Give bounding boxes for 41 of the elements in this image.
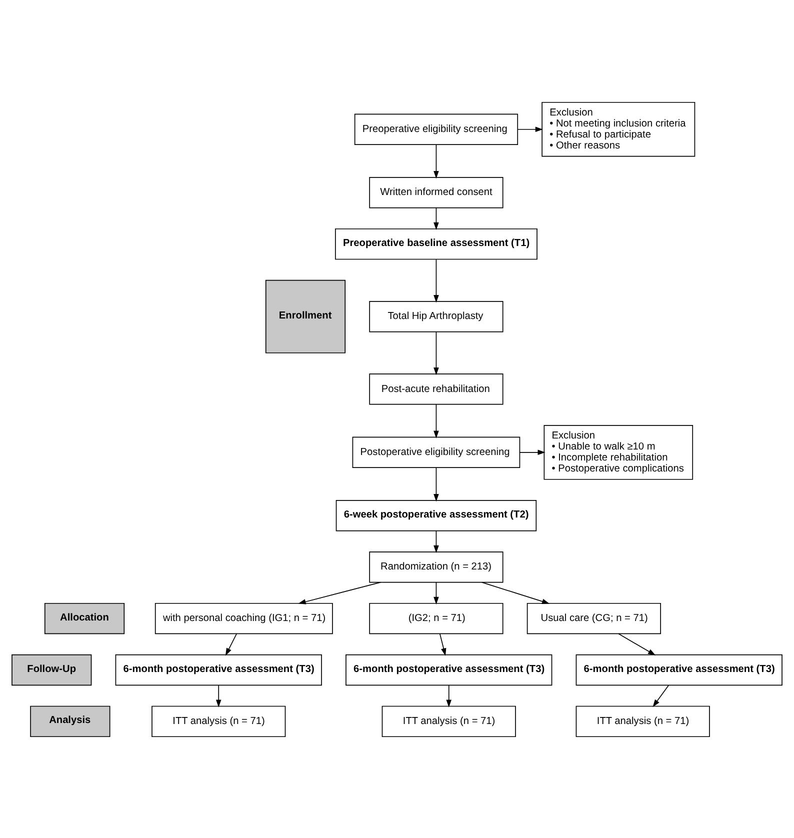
arrow bbox=[434, 404, 439, 438]
node-box: Preoperative eligibility screening bbox=[354, 113, 518, 144]
arrow bbox=[434, 466, 439, 502]
node-box: Total Hip Arthroplasty bbox=[369, 300, 504, 332]
node-box: ITT analysis (n = 71) bbox=[382, 705, 516, 737]
arrow bbox=[439, 632, 446, 656]
arrow bbox=[434, 530, 439, 552]
node-box: with personal coaching (IG1; n = 71) bbox=[154, 602, 333, 634]
arrow bbox=[434, 331, 439, 375]
arrow bbox=[434, 206, 439, 230]
arrow bbox=[652, 684, 670, 707]
node-box: Post-acute rehabilitation bbox=[369, 373, 504, 404]
node-box: Exclusion • Not meeting inclusion criteria • Refusal to participate • Other reasons bbox=[542, 101, 696, 156]
node-box: Allocation bbox=[44, 602, 125, 634]
node-box: Follow-Up bbox=[12, 654, 92, 686]
node-box: Preoperative baseline assessment (T1) bbox=[335, 228, 538, 260]
node-box: 6-month postoperative assessment (T3) bbox=[576, 654, 782, 686]
node-box: 6-month postoperative assessment (T3) bbox=[346, 654, 552, 686]
arrow bbox=[225, 632, 238, 656]
arrow bbox=[434, 581, 439, 604]
node-box: Exclusion • Unable to walk ≥10 m • Incomplete rehabilitation • Postoperative complications bbox=[544, 424, 694, 480]
node-box: ITT analysis (n = 71) bbox=[576, 705, 710, 737]
arrow bbox=[481, 581, 550, 604]
arrow bbox=[434, 144, 439, 178]
node-box: ITT analysis (n = 71) bbox=[152, 705, 286, 737]
arrow bbox=[298, 581, 382, 604]
arrow bbox=[517, 126, 543, 132]
node-box: 6-week postoperative assessment (T2) bbox=[336, 500, 537, 531]
arrow bbox=[216, 684, 222, 707]
node-box: Postoperative eligibility screening bbox=[352, 436, 520, 468]
node-box: Analysis bbox=[30, 705, 110, 737]
node-box: Randomization (n = 213) bbox=[369, 551, 504, 582]
arrow bbox=[618, 632, 656, 655]
node-box: Enrollment bbox=[265, 279, 346, 353]
node-box: Usual care (CG; n = 71) bbox=[526, 602, 661, 634]
arrow bbox=[446, 684, 452, 707]
node-box: (IG2; n = 71) bbox=[369, 602, 504, 634]
arrow bbox=[434, 258, 439, 302]
node-box: 6-month postoperative assessment (T3) bbox=[115, 654, 322, 686]
arrow bbox=[519, 449, 546, 455]
node-box: Written informed consent bbox=[369, 176, 504, 208]
